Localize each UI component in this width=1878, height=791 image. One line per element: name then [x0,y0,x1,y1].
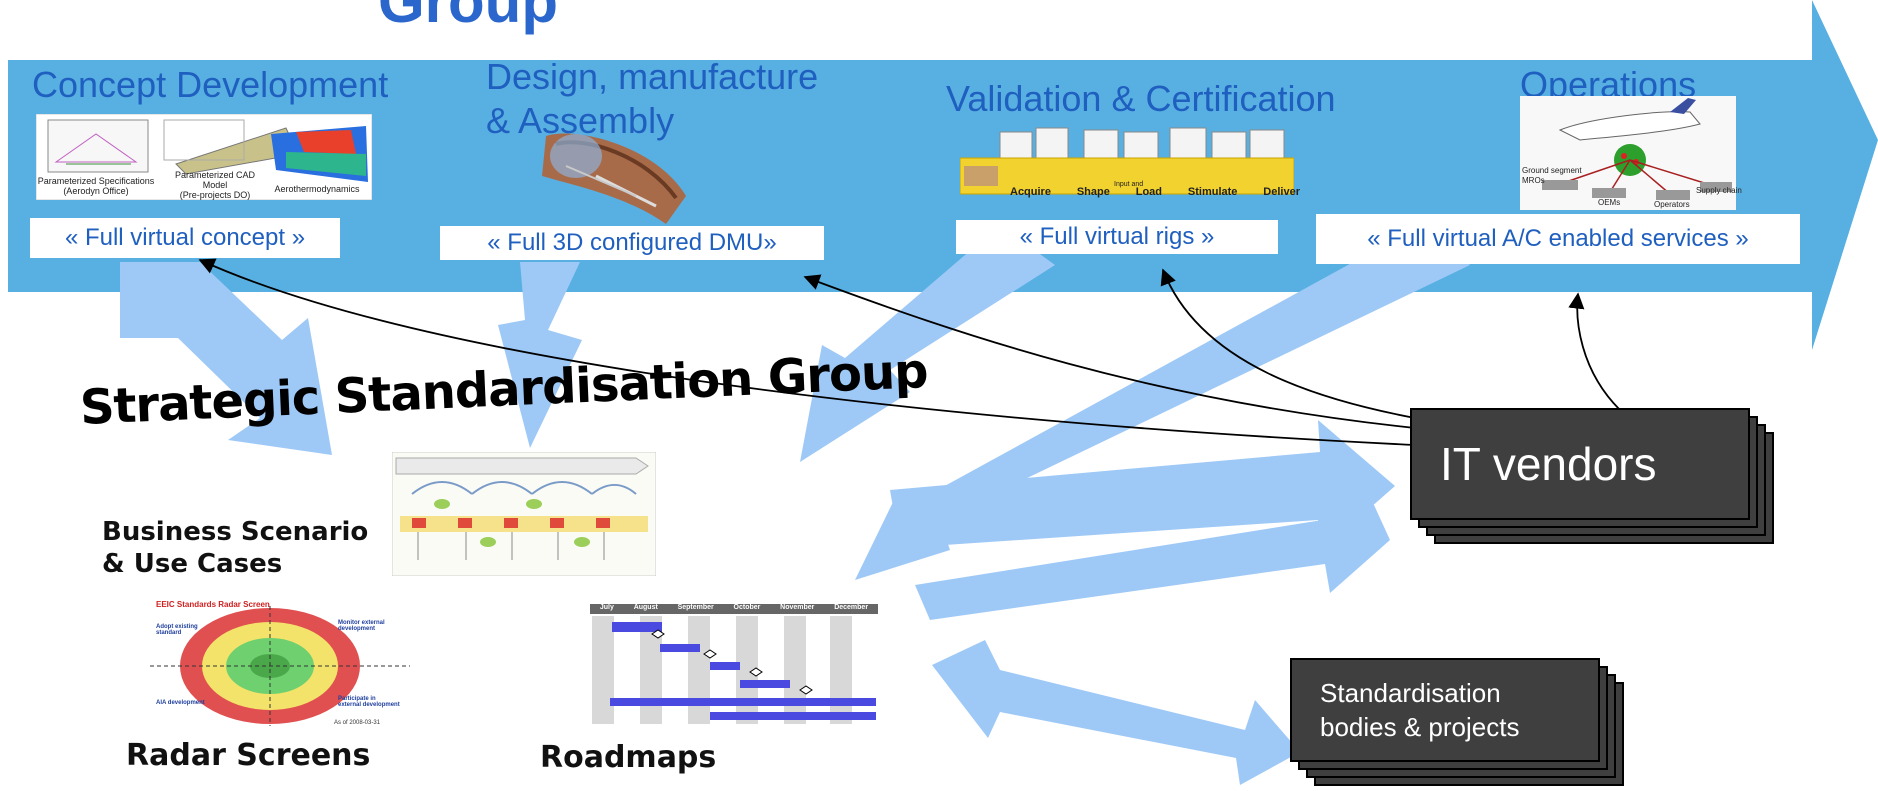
label-radar-screens: Radar Screens [126,738,371,773]
arrow-standardisation [932,640,1300,785]
header-partial-title: Group [378,0,558,35]
callout-virtual-rigs: « Full virtual rigs » [956,220,1278,254]
roadmap-months: July August September October November D… [590,604,878,611]
operations-network-image [1520,96,1736,210]
radar-quadrant-adopt: Adopt existing standard [156,624,198,636]
virtual-rig-process [960,127,1294,195]
callout-virtual-services: « Full virtual A/C enabled services » [1316,214,1800,264]
fuselage-dmu-image [542,133,686,224]
roadmap-chart [590,604,878,724]
connector-to-rigs [1160,268,1416,419]
label-business-scenario-line1: Business Scenario [102,517,369,547]
concept-caption-cad: Parameterized CAD Model (Pre-projects DO… [160,170,270,200]
radar-date: As of 2008-03-31 [334,720,381,726]
callout-virtual-concept: « Full virtual concept » [30,218,340,258]
arrow-operations-diagonal [855,220,1470,580]
step-deliver: Deliver [1263,186,1300,198]
arrow-it-vendors-upper [890,420,1395,552]
month-july: July [599,604,614,611]
radar-title: EEIC Standards Radar Screen [156,600,270,609]
month-august: August [633,604,658,611]
label-roadmaps: Roadmaps [540,740,717,775]
connector-to-concept [198,258,1416,446]
month-december: December [834,604,869,611]
stage-title-validation: Validation & Certification [946,78,1336,119]
step-load: Load [1135,186,1163,198]
step-note: Input and [1114,181,1144,188]
ops-label-mros: MROs [1522,176,1545,185]
caption-aero: Aerothermodynamics [274,184,360,194]
stage-title-concept: Concept Development [32,64,389,105]
ops-label-ground: Ground segment [1522,166,1582,175]
caption-cad: Parameterized CAD Model (Pre-projects DO… [174,170,256,200]
aircraft-icon [1558,111,1701,141]
concept-caption-aero: Aerothermodynamics [262,184,372,194]
month-september: September [677,604,714,611]
standardisation-line2: bodies & projects [1320,712,1520,742]
month-november: November [780,604,815,611]
standardisation-stack: Standardisation bodies & projects [1290,658,1640,788]
ops-label-oems: OEMs [1598,198,1621,207]
validation-steps: Acquire Shape Load Stimulate Deliver [1010,186,1300,198]
concept-thumbnails [36,114,372,200]
it-vendors-stack: IT vendors [1410,408,1774,544]
radar-screen-chart [150,606,410,726]
caption-spec: Parameterized Specifications (Aerodyn Of… [37,176,155,196]
arrow-concept-down [120,262,332,455]
label-business-scenario: Business Scenario & Use Cases [102,516,368,580]
radar-quadrant-monitor: Monitor external development [338,620,385,632]
it-vendors-box: IT vendors [1410,408,1750,520]
ops-label-supply: Supply chain [1696,186,1742,195]
callout-3d-dmu: « Full 3D configured DMU» [440,226,824,260]
step-stimulate: Stimulate [1187,186,1238,198]
ops-label-operators: Operators [1654,200,1690,209]
radar-quadrant-aia: AIA development [156,700,205,706]
spec-sketch-icon [47,119,149,173]
connector-to-services [1568,292,1621,411]
business-scenario-diagram [392,452,656,576]
stage-title-design-line1: Design, manufacture [486,56,819,97]
stage-title-design-line2: & Assembly [486,100,675,141]
standardisation-line1: Standardisation [1320,678,1501,708]
step-acquire: Acquire [1010,186,1051,198]
label-business-scenario-line2: & Use Cases [102,549,283,579]
arrow-it-vendors-lower [915,470,1390,620]
standardisation-box: Standardisation bodies & projects [1290,658,1600,762]
vendor-connectors [198,258,1621,446]
month-october: October [733,604,761,611]
step-shape: Shape [1076,186,1110,198]
radar-quadrant-participate: Participate in external development [338,696,400,708]
connector-to-dmu [803,274,1416,429]
concept-caption-spec: Parameterized Specifications (Aerodyn Of… [36,176,156,196]
